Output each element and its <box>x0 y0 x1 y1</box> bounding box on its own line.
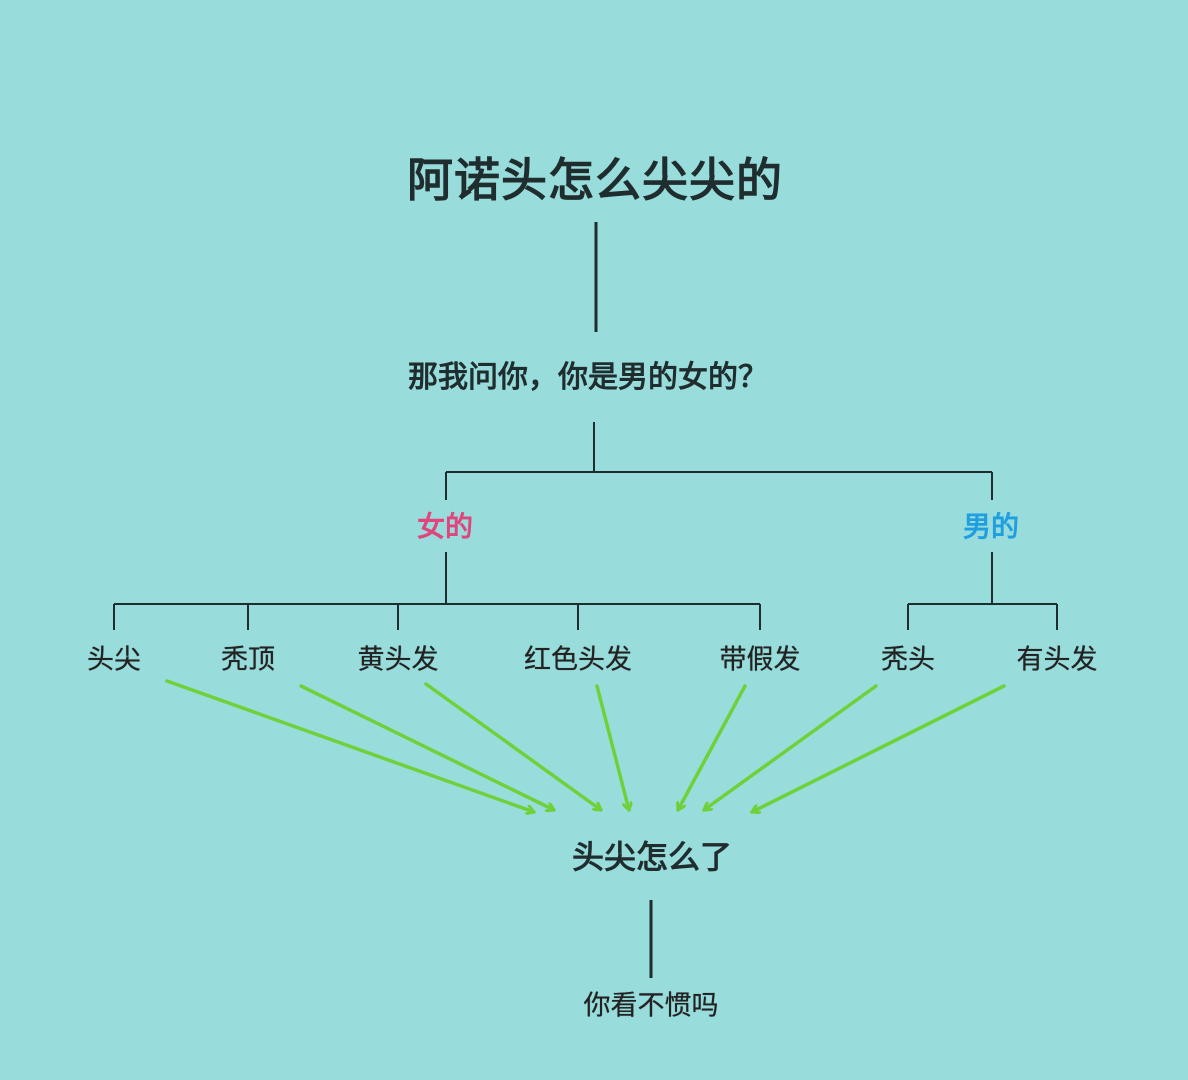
branch-male: 男的 <box>962 510 1020 543</box>
arrow-from-秃头 <box>702 684 878 812</box>
leaf-hong-se-tou-fa: 红色头发 <box>524 644 632 676</box>
tree-connectors <box>113 222 1058 978</box>
leaf-tu-tou: 秃头 <box>881 644 935 676</box>
arrow-layer <box>165 679 1006 812</box>
final-node: 你看不惯吗 <box>583 990 719 1022</box>
diagram-title: 阿诺头怎么尖尖的 <box>407 153 783 207</box>
leaf-huang-tou-fa: 黄头发 <box>357 644 439 676</box>
arrow-from-秃顶 <box>299 684 556 810</box>
leaf-tu-ding: 秃顶 <box>221 644 275 676</box>
arrow-from-有头发 <box>750 684 1006 812</box>
question-node: 那我问你，你是男的女的？ <box>408 360 768 395</box>
arrow-from-黄头发 <box>424 682 603 812</box>
arrow-from-红色头发 <box>595 684 629 812</box>
leaf-tou-jian: 头尖 <box>87 644 141 676</box>
leaf-you-tou-fa: 有头发 <box>1016 644 1098 676</box>
leaf-dai-jia-fa: 带假发 <box>719 644 801 676</box>
arrow-from-头尖 <box>165 679 536 812</box>
branch-female: 女的 <box>416 510 474 543</box>
result-node: 头尖怎么了 <box>571 838 733 876</box>
arrow-from-带假发 <box>678 684 747 812</box>
